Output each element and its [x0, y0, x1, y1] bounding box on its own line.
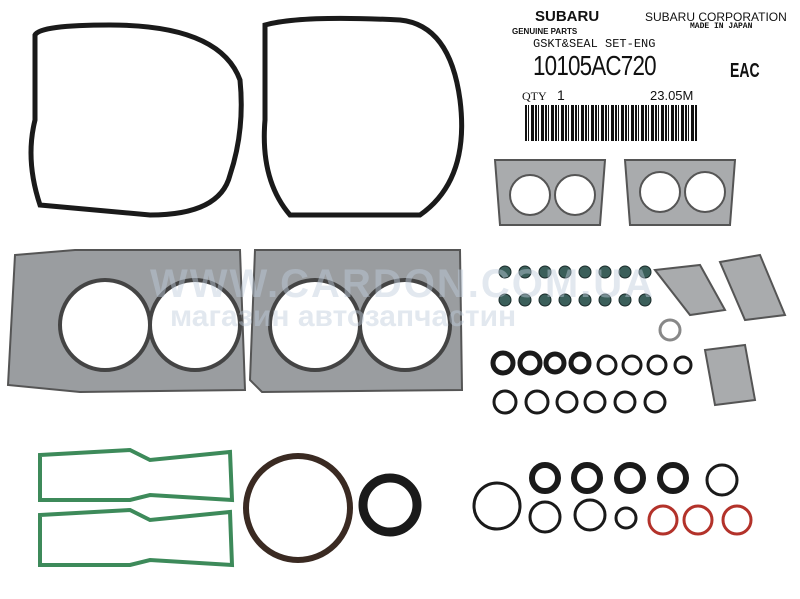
part-label: SUBARU SUBARU CORPORATION MADE IN JAPAN …	[505, 2, 795, 141]
corporation: SUBARU CORPORATION	[645, 10, 787, 24]
head-gaskets	[6, 249, 464, 394]
barcode	[525, 105, 697, 141]
eac-mark: EAC	[730, 60, 760, 82]
brand-logo: SUBARU	[535, 8, 600, 25]
o-rings	[472, 318, 753, 536]
qty-label: QTY	[522, 89, 547, 103]
qty-value: 1	[557, 87, 565, 103]
valve-stem-seals	[498, 265, 652, 307]
origin: MADE IN JAPAN	[690, 22, 753, 31]
exhaust-gaskets	[493, 159, 787, 407]
genuine-parts: GENUINE PARTS	[512, 27, 578, 36]
date-code: 23.05M	[650, 88, 694, 103]
part-description: GSKT&SEAL SET-ENG	[533, 37, 656, 51]
intake-gaskets	[38, 447, 235, 568]
crank-seals	[243, 453, 422, 563]
part-number: 10105AC720	[533, 50, 657, 81]
valve-cover-gaskets	[28, 15, 465, 218]
